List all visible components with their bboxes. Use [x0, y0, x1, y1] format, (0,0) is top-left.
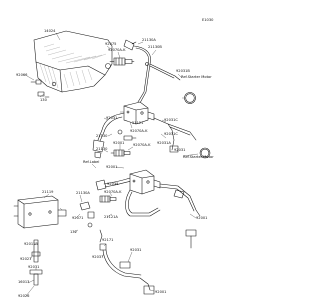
callout-label: Ref.Starter Motor — [183, 155, 214, 159]
mounts-part — [79, 201, 95, 228]
spark-plug-middle-part — [110, 149, 131, 157]
callout-label: 132 — [70, 230, 77, 234]
callout-label: 92031B — [176, 69, 190, 73]
plug-cap-upper-right-part — [123, 39, 137, 51]
callout-label: 92026 — [18, 294, 30, 298]
callout-label: 21121A — [104, 215, 118, 219]
callout-label: 92001 — [155, 290, 166, 294]
plug-lead-upper-part — [133, 45, 181, 104]
callout-label: 92071 — [72, 216, 83, 220]
bolts-left-column-part — [29, 239, 43, 286]
callout-label: 92031 — [130, 248, 141, 252]
callout-label: 16013 — [18, 280, 29, 284]
plug-cap-left-upper-part — [92, 113, 123, 159]
circlip-middle-part — [199, 147, 211, 159]
callout-label: Ref.Starter Motor — [181, 75, 212, 79]
callout-label: 92070A-K — [108, 48, 126, 52]
callout-label: 92075 — [105, 42, 116, 46]
callout-label: 92031A — [157, 141, 171, 145]
ignition-coil-lower-part — [129, 169, 161, 195]
plug-cap-left-lower-part — [95, 177, 132, 191]
callout-label: Ref.Label — [83, 160, 99, 164]
callout-label: 21130 — [96, 147, 108, 151]
callout-label: 21130 — [96, 134, 108, 138]
callout-label: 92011B — [24, 242, 38, 246]
callout-labels: E1030 14024 92066 130 92075 92070A-K 211… — [16, 18, 214, 298]
circlip-upper-part — [184, 92, 196, 104]
ignition-system-exploded-diagram: E1030 14024 92066 130 92075 92070A-K 211… — [13, 18, 214, 298]
clamp-lower-right-part — [185, 229, 197, 249]
figure-code: E1030 — [202, 18, 214, 22]
middle-hardware-part — [117, 129, 137, 141]
callout-label: 92031 — [107, 182, 118, 186]
plug-lead-lower-front-part — [125, 189, 161, 217]
diagram-canvas: E1030 14024 92066 130 92075 92070A-K 211… — [13, 18, 214, 298]
ignition-coil-upper-part — [119, 101, 155, 125]
callout-label: 21121 — [132, 121, 143, 125]
callout-label: 92001 — [113, 141, 124, 145]
callout-label: 21130A — [76, 191, 90, 195]
spark-plug-lower-part — [99, 195, 117, 203]
callout-label: 92066 — [16, 73, 28, 77]
cover-screws-part — [30, 79, 50, 98]
callout-label: 92001 — [106, 165, 117, 169]
callout-label: 92037 — [92, 255, 103, 259]
callout-label: 14024 — [44, 29, 56, 33]
callout-label: 92070A-K — [133, 143, 151, 147]
callout-label: 92070A-K — [130, 129, 148, 133]
callout-label: 92001 — [196, 216, 207, 220]
cover-part — [33, 30, 113, 93]
callout-label: 92031 — [174, 148, 185, 152]
callout-label: 21130A — [142, 38, 156, 42]
plug-lead-lower-right-part — [159, 183, 201, 217]
callout-label: 21119 — [42, 190, 54, 194]
callout-label: 92070A-K — [104, 190, 122, 194]
callout-label: 130 — [40, 98, 48, 102]
callout-label: 92031 — [106, 116, 117, 120]
igniter-unit-part — [13, 195, 67, 229]
callout-label: 92171 — [102, 238, 113, 242]
spark-plug-upper-part — [109, 57, 135, 66]
callout-label: 92031C — [164, 118, 178, 122]
callout-label: 21130B — [148, 45, 162, 49]
wire-harness-part — [99, 229, 155, 295]
plug-lead-middle-right-part — [153, 117, 197, 153]
callout-label: 92031C — [164, 132, 178, 136]
callout-label: 92027 — [20, 257, 31, 261]
leader-lines — [25, 32, 199, 297]
callout-label: 92031 — [28, 265, 39, 269]
